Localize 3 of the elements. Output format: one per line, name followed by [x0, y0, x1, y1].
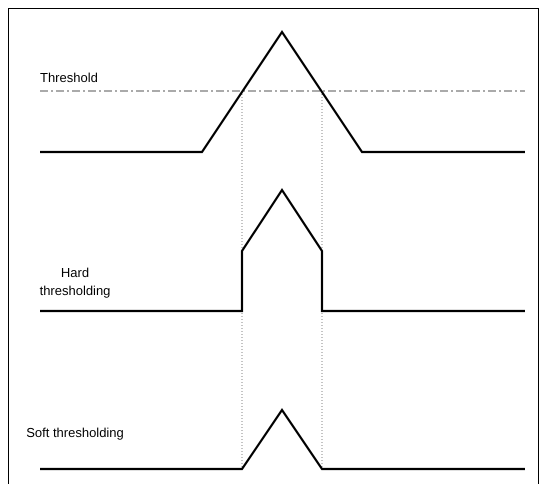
threshold-label: Threshold [40, 69, 99, 87]
panel-label: Soft thresholding [25, 424, 125, 442]
panel-label: Hard thresholding [38, 264, 112, 300]
